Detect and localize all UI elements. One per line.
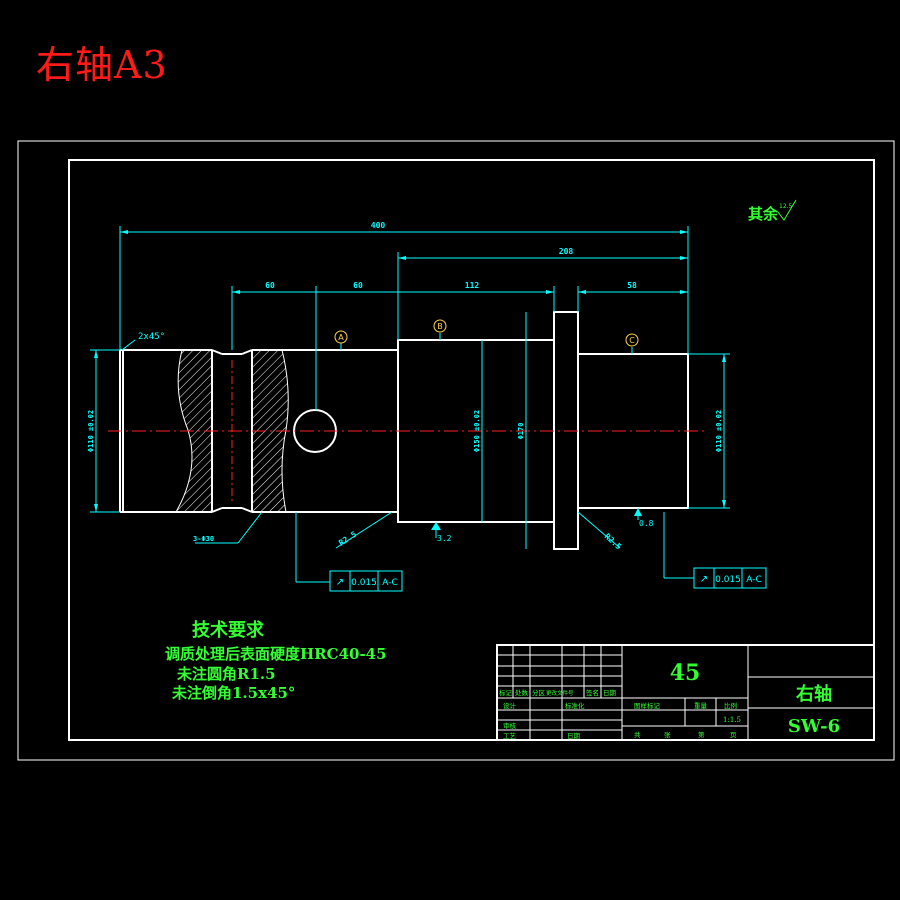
surface-note-value: 12.5: [779, 203, 793, 210]
dim-seg-a: 60: [265, 281, 275, 290]
requirements-heading: 技术要求: [192, 620, 264, 641]
rough-left: 3.2: [437, 534, 452, 543]
tb-sheet-label: 共: [634, 730, 641, 739]
title-block-drawing-no: SW-6: [788, 716, 840, 737]
datum-b: B: [437, 322, 443, 331]
rough-right: 0.8: [639, 519, 654, 528]
inner-border: [68, 159, 875, 741]
dim-overall: 400: [371, 221, 386, 230]
dim-fillet-left: R2.5: [337, 530, 358, 548]
dim-seg-d: 58: [627, 281, 637, 290]
tb-left-label: 日期: [567, 732, 581, 740]
tb-sheet-label: 第: [698, 730, 705, 739]
tb-row-label: 标记: [499, 688, 513, 697]
title-block: [496, 644, 875, 741]
tolerance-value: 0.015: [351, 578, 377, 588]
tb-sheet-label: 张: [664, 730, 671, 739]
datum-a: A: [338, 333, 344, 342]
tb-row-label: 签名: [586, 688, 599, 697]
requirement-item: 调质处理后表面硬度HRC40-45: [165, 645, 387, 663]
tb-left-label: 设计: [503, 701, 517, 710]
dim-seg-c: 112: [465, 281, 480, 290]
tolerance-datum: A-C: [746, 575, 762, 585]
tb-stage-label: 比例: [724, 701, 737, 710]
tb-row-label: 处数: [515, 688, 529, 697]
tolerance-frame-left: ↗ 0.015 A-C: [329, 570, 403, 592]
tb-left-label: 审核: [503, 721, 517, 730]
dim-chamfer: 2x45°: [138, 332, 165, 342]
dim-bore: 3-Φ30: [193, 535, 214, 543]
tolerance-value: 0.015: [715, 575, 741, 585]
title-block-material: 45: [670, 660, 701, 686]
outer-border: [17, 140, 895, 761]
dim-right-section: 208: [559, 247, 574, 256]
page-title: 右轴A3: [36, 43, 168, 87]
dim-fillet-right: R2.5: [603, 532, 623, 552]
tolerance-datum: A-C: [382, 578, 398, 588]
datum-c: C: [629, 336, 635, 345]
title-block-scale: 1:1.5: [723, 716, 741, 724]
tb-row-label: 分区: [532, 688, 546, 697]
tb-stage-label: 重量: [694, 702, 708, 710]
roughness-icon: [777, 199, 797, 221]
tb-sheet-label: 页: [730, 731, 737, 739]
tb-left-label: 标准化: [565, 701, 585, 710]
requirement-item: 未注圆角R1.5: [177, 665, 276, 683]
dimension-arrows: [94, 230, 726, 530]
dim-dia-left: Φ110 ±0.02: [87, 410, 95, 452]
dim-dia-flange: Φ170: [517, 423, 525, 440]
tb-left-label: 工艺: [503, 732, 517, 740]
tb-row-label: 日期: [603, 689, 617, 697]
requirement-item: 未注倒角1.5x45°: [172, 684, 296, 702]
tolerance-symbol: ↗: [700, 574, 708, 585]
datum-markers: [334, 319, 639, 347]
tb-stage-label: 图样标记: [634, 701, 661, 710]
title-block-part-name: 右轴: [796, 683, 832, 705]
surface-note-label: 其余: [748, 205, 779, 223]
tolerance-frame-right: ↗ 0.015 A-C: [693, 567, 767, 589]
tb-row-label: 更改文件号: [546, 689, 574, 697]
dim-dia-mid: Φ150 ±0.02: [473, 410, 481, 452]
tolerance-symbol: ↗: [336, 577, 344, 588]
dim-seg-b: 60: [353, 281, 363, 290]
dim-dia-right: Φ110 ±0.02: [715, 410, 723, 452]
